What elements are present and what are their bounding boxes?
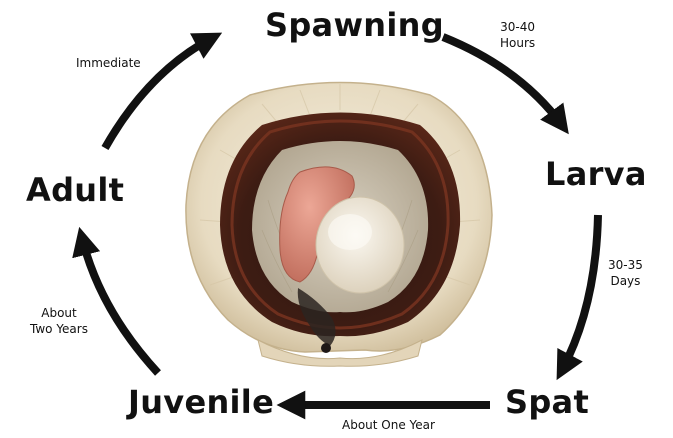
duration-spawning-to-larva-line1: 30-40 — [500, 20, 535, 36]
arrow-juvenile-to-adult — [82, 238, 158, 373]
duration-larva-to-spat-line1: 30-35 — [608, 258, 643, 274]
stage-label-larva: Larva — [545, 158, 647, 190]
duration-larva-to-spat-line2: Days — [608, 274, 643, 290]
duration-juvenile-to-adult: About Two Years — [30, 306, 88, 337]
stage-label-juvenile: Juvenile — [128, 386, 274, 418]
duration-spat-to-juvenile-line1: About One Year — [342, 418, 435, 434]
scallop-photo — [186, 83, 492, 367]
duration-larva-to-spat: 30-35 Days — [608, 258, 643, 289]
duration-spat-to-juvenile: About One Year — [342, 418, 435, 434]
stage-label-spawning: Spawning — [265, 9, 444, 41]
duration-spawning-to-larva: 30-40 Hours — [500, 20, 535, 51]
arrow-larva-to-spat — [562, 215, 598, 370]
duration-adult-to-spawning-line1: Immediate — [76, 56, 141, 72]
stage-label-spat: Spat — [505, 386, 589, 418]
arrow-adult-to-spawning — [105, 38, 212, 148]
duration-juvenile-to-adult-line2: Two Years — [30, 322, 88, 338]
duration-adult-to-spawning: Immediate — [76, 56, 141, 72]
stage-label-adult: Adult — [26, 174, 124, 206]
duration-juvenile-to-adult-line1: About — [30, 306, 88, 322]
duration-spawning-to-larva-line2: Hours — [500, 36, 535, 52]
